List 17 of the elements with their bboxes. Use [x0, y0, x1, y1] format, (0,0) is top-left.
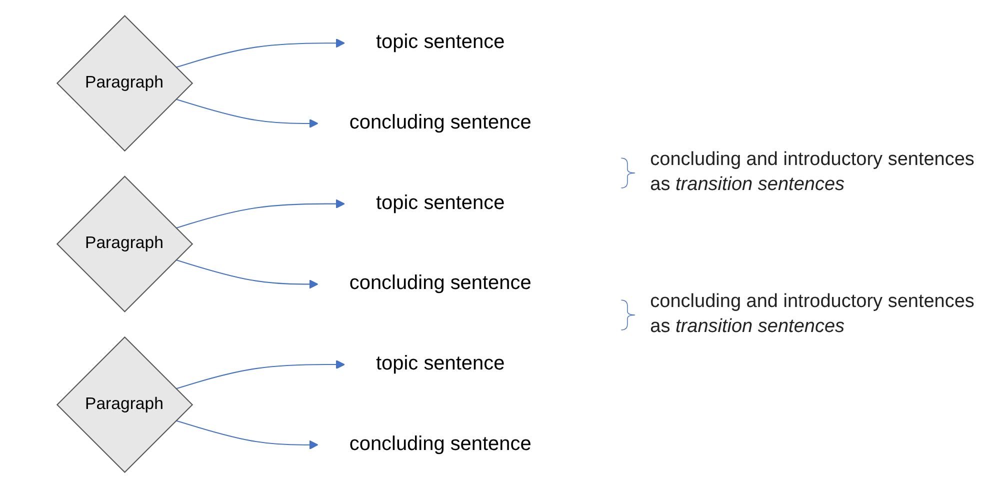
- arrow: [176, 199, 345, 229]
- node-text: concluding sentence: [349, 272, 532, 294]
- note-text: concluding and introductory sentences as transition sentences: [650, 148, 976, 197]
- arrow: [176, 259, 318, 289]
- node-text: topic sentence: [376, 352, 505, 375]
- node-text: topic sentence: [376, 192, 505, 214]
- node-text: concluding sentence: [349, 433, 532, 456]
- node-diamond: Paragraph: [56, 176, 194, 312]
- arrow: [176, 98, 318, 128]
- arrow: [176, 360, 345, 390]
- arrow: [176, 420, 318, 450]
- node-diamond: Paragraph: [56, 14, 194, 152]
- node-text: topic sentence: [376, 31, 505, 54]
- node-diamond: Paragraph: [56, 336, 194, 474]
- note-text: concluding and introductory sentences as transition sentences: [650, 290, 976, 339]
- node-text: concluding sentence: [349, 112, 532, 134]
- arrow: [176, 38, 345, 68]
